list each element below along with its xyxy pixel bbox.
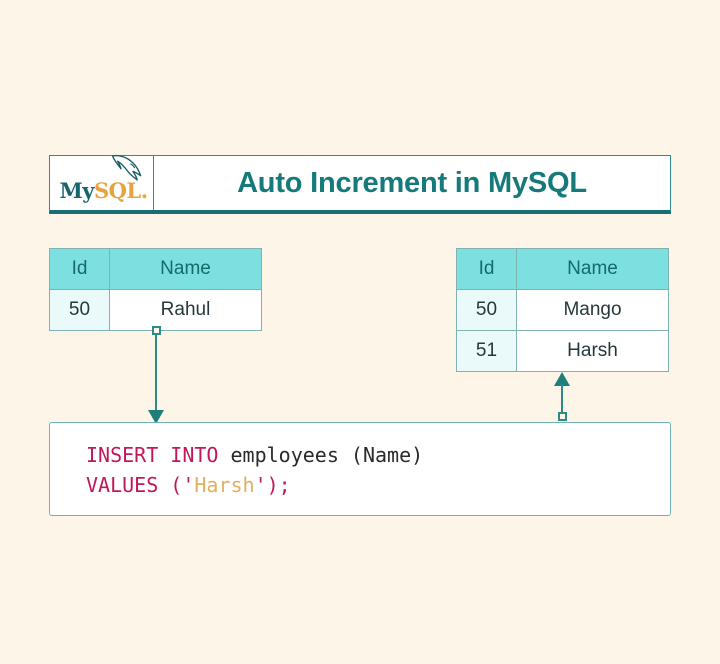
title-cell: Auto Increment in MySQL xyxy=(154,156,670,210)
cell-name: Mango xyxy=(516,289,669,331)
dolphin-icon xyxy=(111,154,141,181)
connector-arrow-up xyxy=(554,372,570,386)
cell-id: 50 xyxy=(456,289,517,331)
connector-line xyxy=(155,334,157,412)
sql-open-paren: (' xyxy=(158,473,195,497)
column-header-id: Id xyxy=(49,248,110,290)
cell-id: 51 xyxy=(456,330,517,372)
code-to-right-table-connector xyxy=(554,372,570,426)
logo-cell: MySQL. xyxy=(50,154,154,210)
mysql-wordmark: MySQL. xyxy=(60,180,148,201)
sql-keyword-insert-into: INSERT INTO xyxy=(86,443,219,467)
column-header-name: Name xyxy=(109,248,262,290)
connector-square-start xyxy=(558,412,567,421)
cell-name: Rahul xyxy=(109,289,262,331)
mysql-word-dot: . xyxy=(140,178,148,203)
connector-arrow-down xyxy=(148,410,164,424)
table-header-row: Id Name xyxy=(456,248,669,290)
table-row: 50 Rahul xyxy=(49,289,262,331)
sql-code-block: INSERT INTO employees (Name) VALUES ('Ha… xyxy=(49,422,671,516)
column-header-id: Id xyxy=(456,248,517,290)
left-table-to-code-connector xyxy=(148,326,164,424)
table-row: 50 Mango xyxy=(456,289,669,331)
title-bar: MySQL. Auto Increment in MySQL xyxy=(49,154,671,214)
table-row: 51 Harsh xyxy=(456,330,669,372)
mysql-word-my: My xyxy=(59,178,95,203)
sql-table-and-columns: employees (Name) xyxy=(218,443,424,467)
sql-keyword-values: VALUES xyxy=(86,473,159,497)
code-line-2: VALUES ('Harsh'); xyxy=(86,470,670,500)
sql-string-literal: Harsh xyxy=(194,473,255,497)
column-header-name: Name xyxy=(516,248,669,290)
cell-id: 50 xyxy=(49,289,110,331)
cell-name: Harsh xyxy=(516,330,669,372)
code-line-1: INSERT INTO employees (Name) xyxy=(86,440,670,470)
employees-table-after: Id Name 50 Mango 51 Harsh xyxy=(456,248,669,372)
page-title: Auto Increment in MySQL xyxy=(237,166,587,199)
employees-table-before: Id Name 50 Rahul xyxy=(49,248,262,331)
mysql-logo: MySQL. xyxy=(56,154,148,203)
table-header-row: Id Name xyxy=(49,248,262,290)
mysql-word-sql: SQL xyxy=(93,178,141,203)
sql-close-paren: '); xyxy=(254,473,291,497)
connector-line xyxy=(561,384,563,414)
